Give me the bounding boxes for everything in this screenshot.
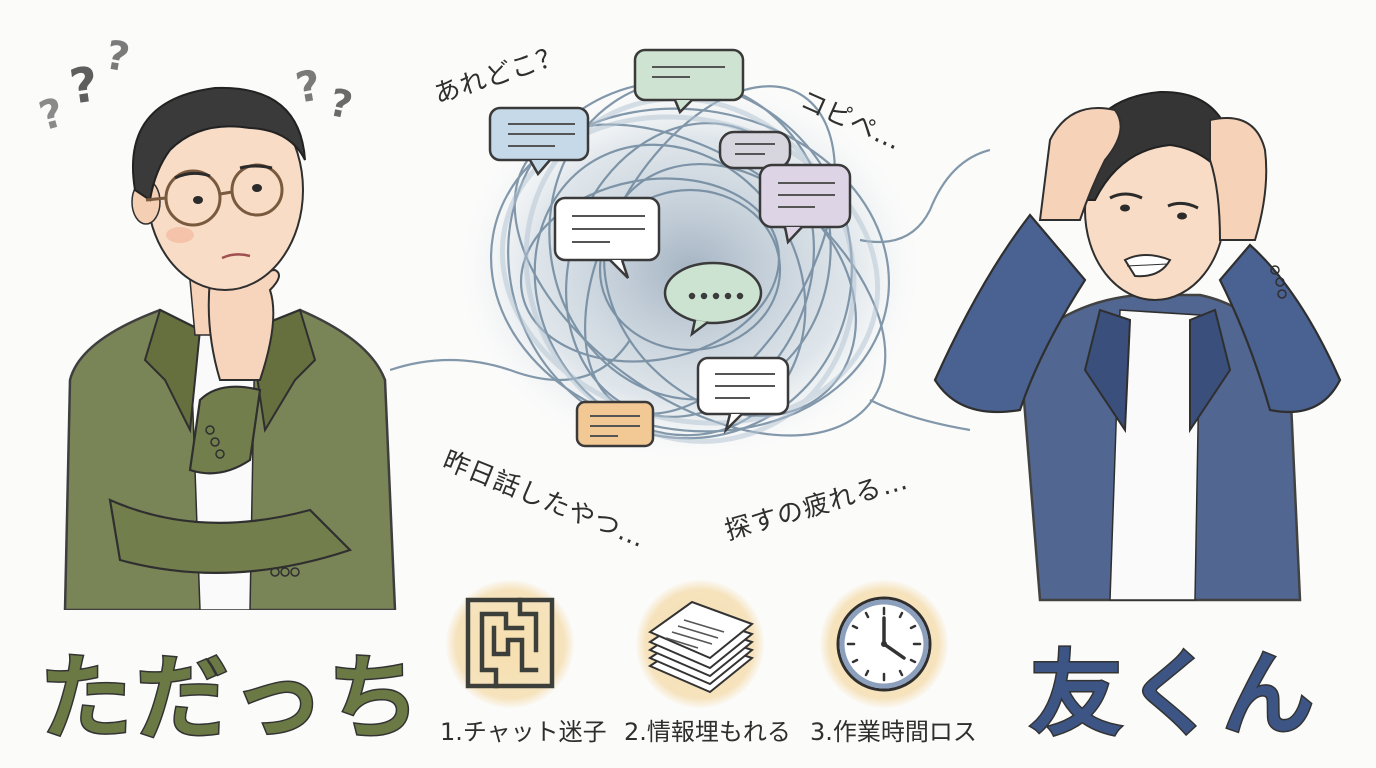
chat-bubble-icon (553, 196, 661, 279)
maze-icon (465, 597, 555, 689)
tangled-threads-illustration (389, 48, 991, 460)
chat-tangle (389, 40, 991, 480)
chat-bubble-dots-icon (663, 261, 763, 338)
chat-bubble-icon (718, 130, 792, 170)
character-tadacchi (50, 80, 410, 612)
character-tomokun (920, 80, 1350, 610)
clock-icon (836, 596, 932, 692)
problem-label-1: 1.チャット迷子 (440, 718, 607, 746)
name-label-tadacchi: ただっち (38, 644, 425, 754)
chat-bubble-icon (575, 400, 655, 448)
problem-label-2: 2.情報埋もれる (624, 718, 791, 746)
problem-item-1 (446, 580, 574, 708)
chat-bubble-icon (758, 163, 852, 245)
name-label-tomokun: 友くん (1028, 640, 1319, 750)
chat-bubble-icon (488, 106, 590, 177)
frustrated-man-illustration (933, 90, 1342, 602)
problem-label-3: 3.作業時間ロス (810, 718, 977, 746)
document-stack-icon (647, 600, 755, 694)
thinking-man-illustration (63, 86, 397, 612)
problem-item-3 (820, 580, 948, 708)
problem-item-2 (636, 580, 764, 708)
chat-bubble-icon (696, 356, 790, 435)
question-mark-icon: ? (102, 32, 134, 82)
chat-bubble-icon (633, 48, 745, 115)
